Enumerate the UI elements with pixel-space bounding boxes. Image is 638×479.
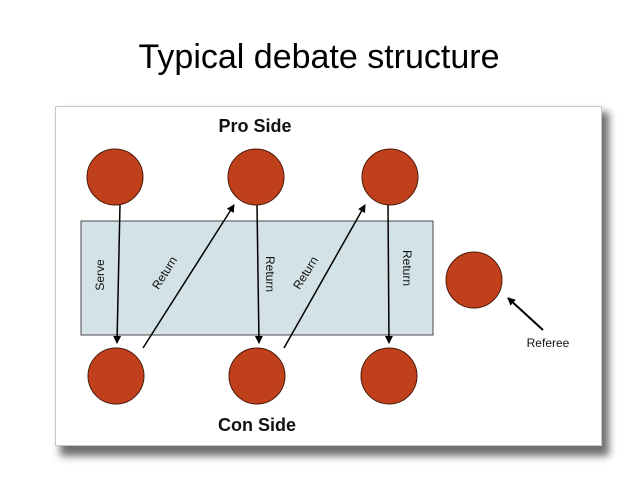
- return-arrow-2: [254, 204, 263, 344]
- referee-label: Referee: [527, 336, 570, 350]
- return-label-4: Return: [400, 250, 414, 286]
- return-label-2: Return: [263, 256, 277, 292]
- slide-title: Typical debate structure: [138, 38, 500, 76]
- con-participant-1: [87, 347, 145, 405]
- con-side-label: Con Side: [218, 415, 296, 435]
- return-arrow-4: [384, 204, 393, 344]
- pro-participant-1: [86, 148, 144, 206]
- pro-participant-3: [361, 148, 419, 206]
- pro-participant-2: [227, 148, 285, 206]
- serve-arrow: [113, 204, 122, 344]
- referee: [445, 251, 503, 309]
- pro-side-label: Pro Side: [218, 116, 291, 136]
- return-arrow-3: [283, 204, 366, 349]
- con-participant-3: [360, 347, 418, 405]
- referee-arrow: [507, 297, 544, 331]
- return-arrow-1: [142, 204, 235, 349]
- serve-label: Serve: [93, 259, 107, 291]
- con-participant-2: [228, 347, 286, 405]
